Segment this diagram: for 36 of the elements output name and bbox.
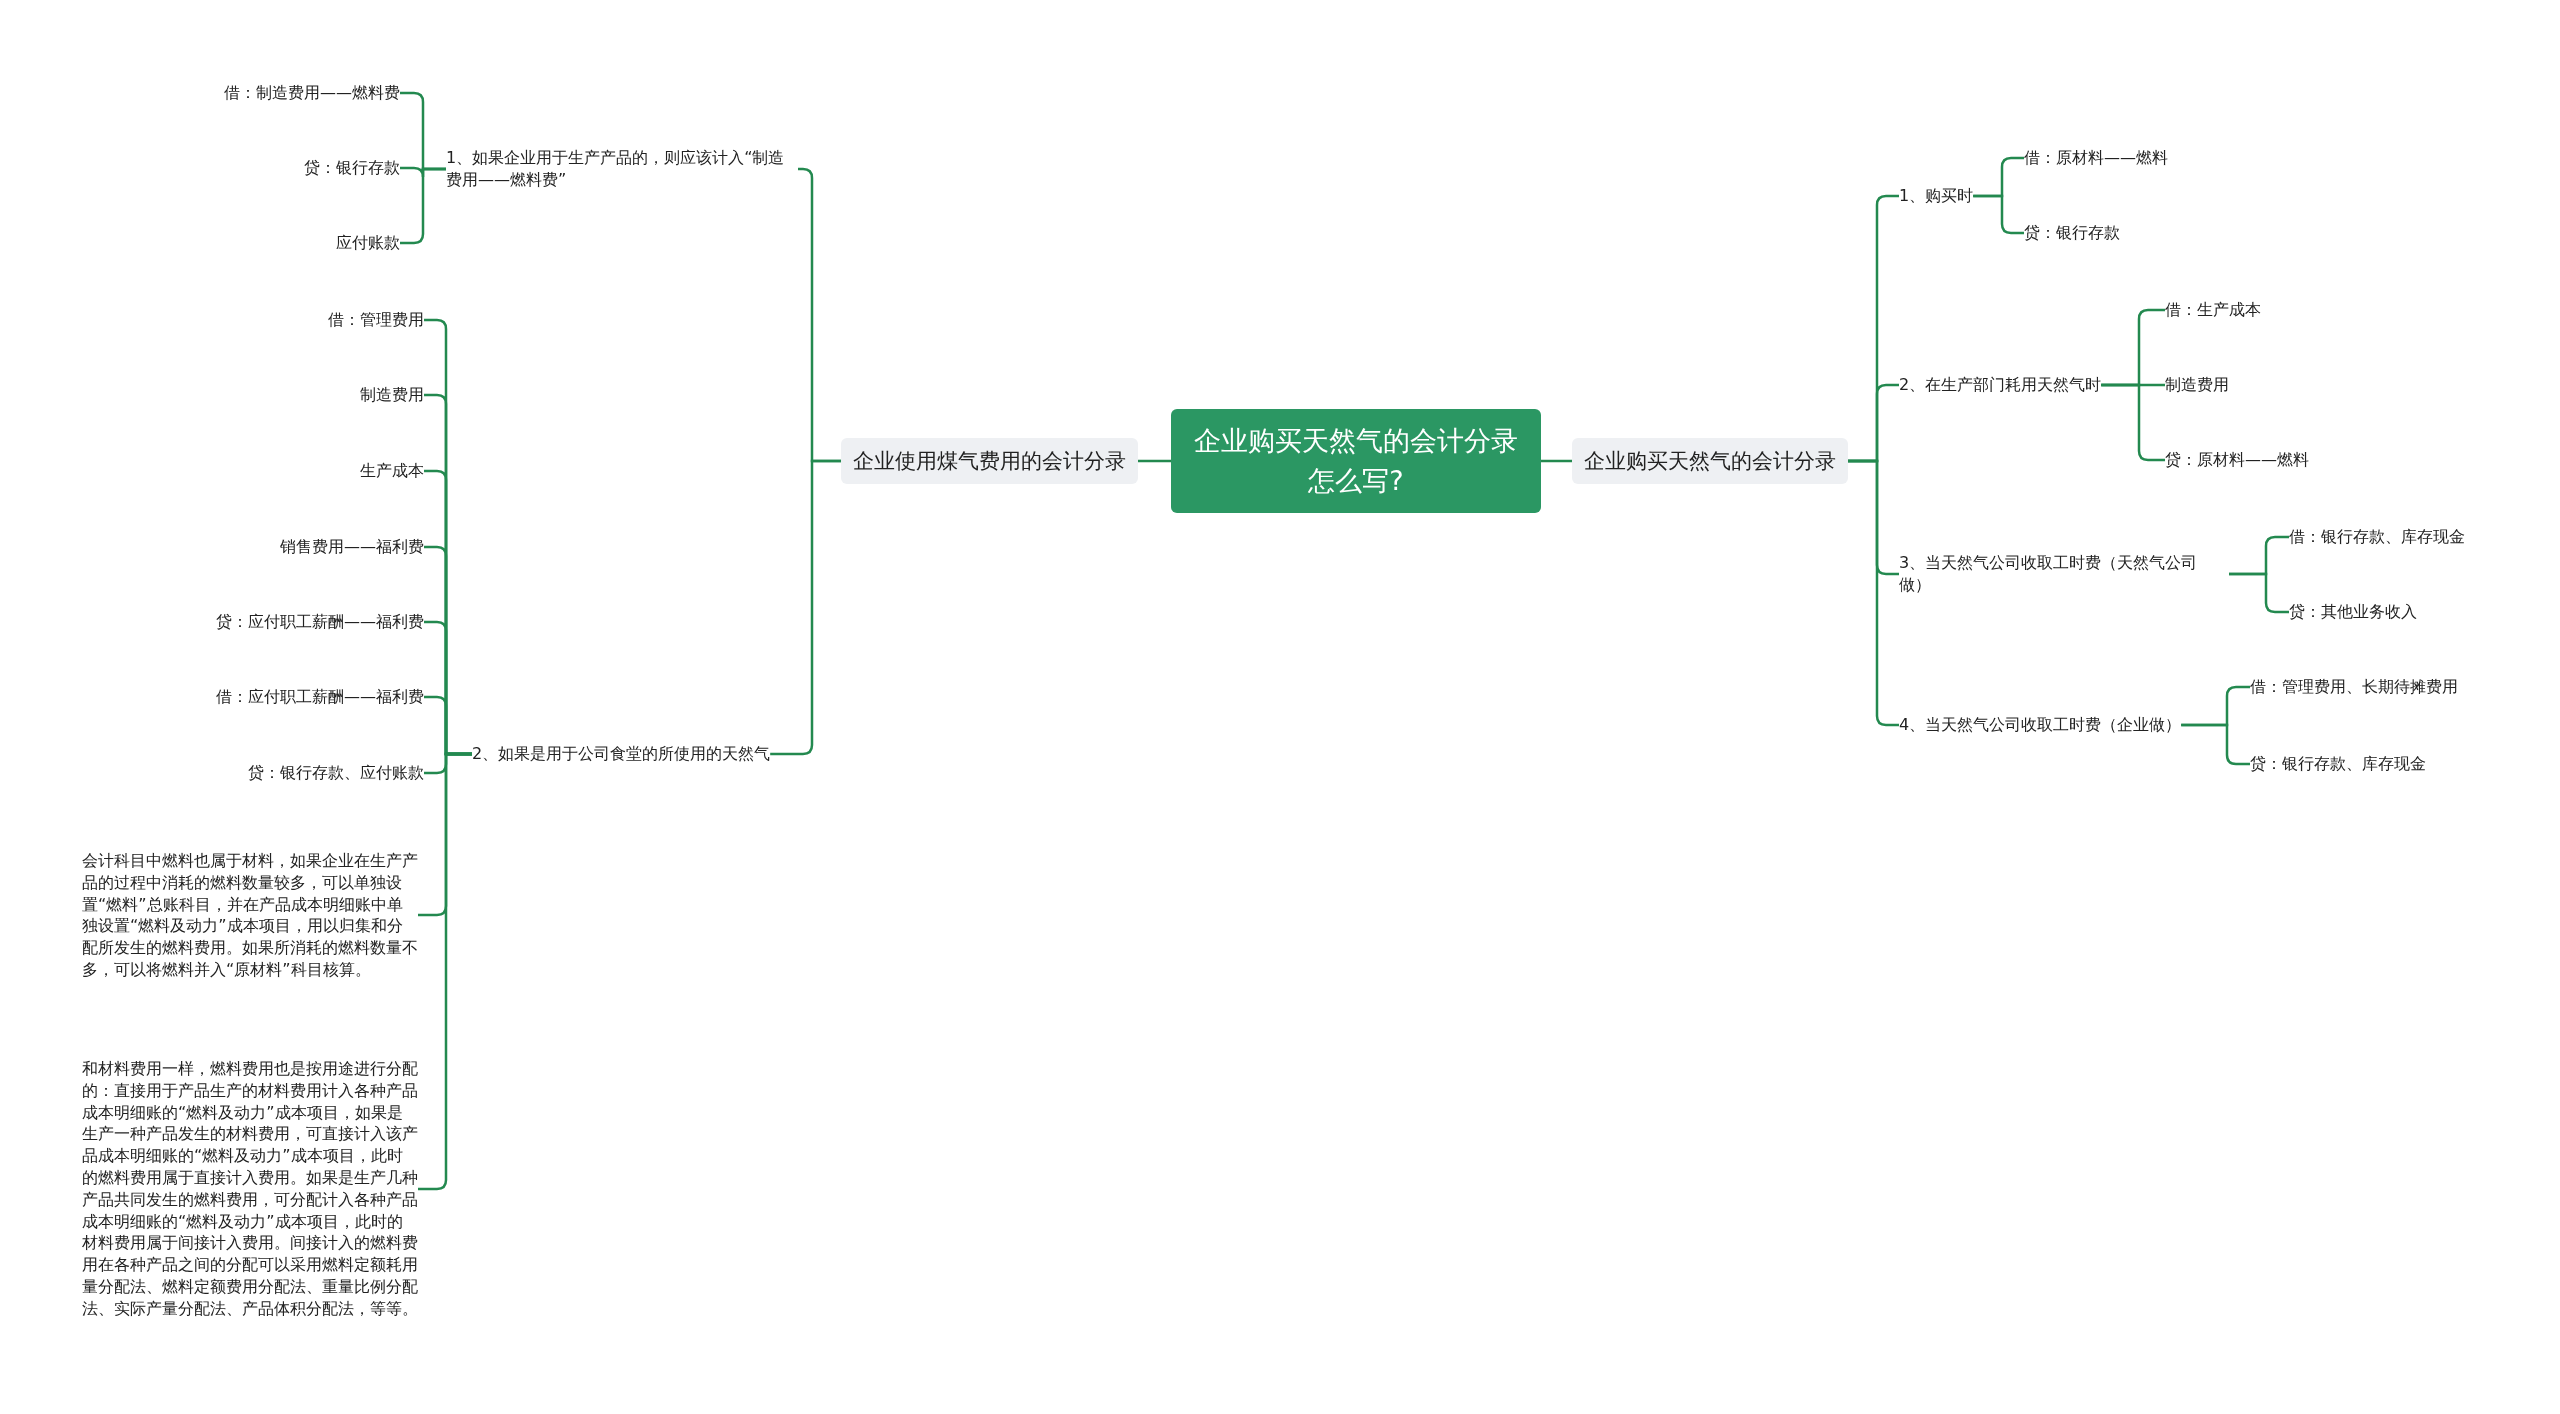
topic-label: 1、如果企业用于生产产品的，则应该计入“制造费用——燃料费” (446, 145, 798, 193)
topic-label: 贷：银行存款、应付账款 (248, 760, 424, 786)
connector-line (1541, 459, 1574, 463)
topic-label: 贷：银行存款、库存现金 (2250, 751, 2426, 777)
topic-label: 应付账款 (336, 230, 400, 256)
topic-label: 生产成本 (360, 458, 424, 484)
topic-label: 借：管理费用 (328, 307, 424, 333)
central-topic-box: 企业购买天然气的会计分录怎么写? (1171, 409, 1541, 513)
topic-box: 企业购买天然气的会计分录 (1572, 438, 1848, 484)
connector-line (1973, 194, 2024, 235)
note-text: 会计科目中燃料也属于材料，如果企业在生产产品的过程中消耗的燃料数量较多，可以单独设置“燃料”总账科目，并在产品成本明细账中单独设置“燃料及动力”成本项目，用以归集和分配所发生的燃料费用。如果所消耗的燃料数量不多，可以将燃料并入“原材料”科目核算。 (82, 847, 418, 983)
topic-label: 贷：应付职工薪酬——福利费 (216, 609, 424, 635)
connector-line (770, 459, 841, 756)
topic-label: 借：制造费用——燃料费 (224, 80, 400, 106)
topic-label: 3、当天然气公司收取工时费（天然气公司做） (1899, 550, 2229, 598)
topic-label: 贷：原材料——燃料 (2165, 447, 2309, 473)
topic-label: 借：原材料——燃料 (2024, 145, 2168, 171)
topic-label: 借：管理费用、长期待摊费用 (2250, 674, 2458, 700)
topic-label: 借：生产成本 (2165, 297, 2261, 323)
topic-label: 制造费用 (2165, 372, 2229, 398)
connector-line (1136, 459, 1171, 463)
topic-label: 销售费用——福利费 (280, 534, 424, 560)
topic-label: 贷：其他业务收入 (2289, 599, 2417, 625)
topic-label: 借：应付职工薪酬——福利费 (216, 684, 424, 710)
topic-label: 借：银行存款、库存现金 (2289, 524, 2465, 550)
topic-label: 制造费用 (360, 382, 424, 408)
connector-line (2229, 572, 2289, 614)
topic-label: 贷：银行存款 (2024, 220, 2120, 246)
topic-label: 1、购买时 (1899, 183, 1974, 209)
topic-label: 贷：银行存款 (304, 155, 400, 181)
connector-line (2181, 723, 2250, 766)
topic-label: 2、在生产部门耗用天然气时 (1899, 372, 2102, 398)
note-text: 和材料费用一样，燃料费用也是按用途进行分配的：直接用于产品生产的材料费用计入各种产品成本明细账的“燃料及动力”成本项目，如果是生产一种产品发生的材料费用，可直接计入该产品成本明细账的“燃料及动力”成本项目，此时的燃料费用属于直接计入费用。如果是生产几种产品共同发生的燃料费用，可分配计入各种产品成本明细账的“燃料及动力”成本项目，此时的材料费用属于间接计入费用。间接计入的燃料费用在各种产品之间的分配可以采用燃料定额耗用量分配法、燃料定额费用分配法、重量比例分配法、实际产量分配法、产品体积分配法，等等。 (82, 1056, 418, 1322)
topic-label: 2、如果是用于公司食堂的所使用的天然气 (472, 741, 771, 767)
topic-box: 企业使用煤气费用的会计分录 (841, 438, 1138, 484)
topic-label: 4、当天然气公司收取工时费（企业做） (1899, 712, 2182, 738)
